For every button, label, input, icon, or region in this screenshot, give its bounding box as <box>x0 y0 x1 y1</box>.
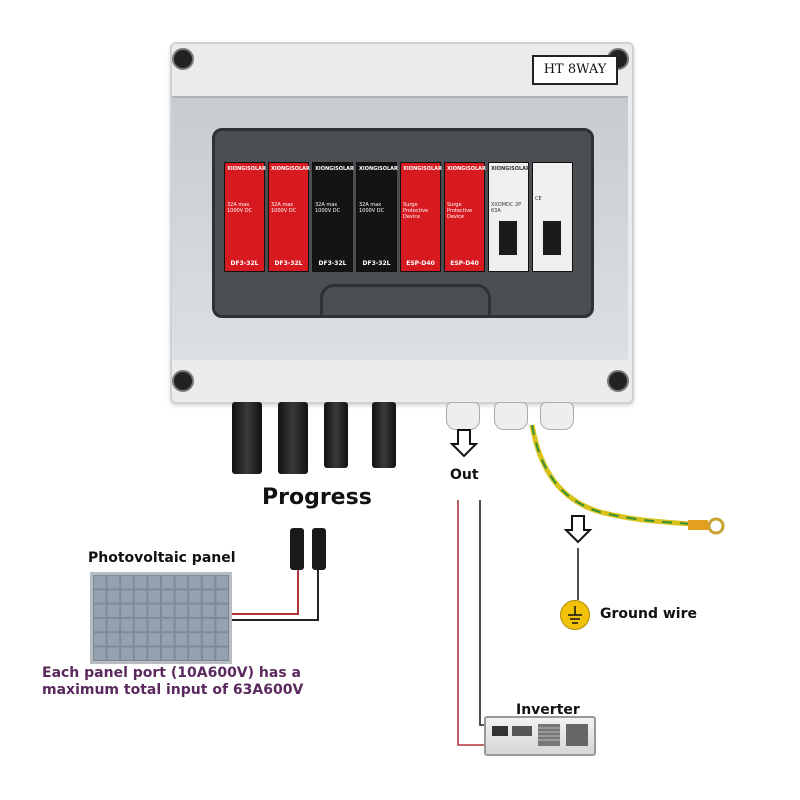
breaker-brand: XIONGISOLAR <box>271 166 310 172</box>
breaker-spec: CE <box>535 196 542 202</box>
cable-gland <box>540 402 574 430</box>
breaker-brand: XIONGISOLAR <box>359 166 398 172</box>
breaker-module: XIONGISOLAR 32A max 1000V DC DF3-32L <box>356 162 398 272</box>
breaker-spec: Surge Protective Device <box>447 202 473 220</box>
cover-handle <box>320 284 491 315</box>
solar-panel-icon <box>90 572 232 664</box>
ground-arrow-icon <box>563 515 593 544</box>
breaker-brand: XIONGISOLAR <box>447 166 486 172</box>
breaker-spec: 32A max 1000V DC <box>315 202 341 214</box>
panel-red-wire <box>226 570 299 615</box>
breaker-spec: 32A max 1000V DC <box>359 202 385 214</box>
mc4-plug-icon <box>290 528 304 570</box>
ground-wire-yellow <box>529 424 691 527</box>
breaker-module: XIONGISOLAR XXDMDC 2P 63A <box>488 162 530 272</box>
out-label: Out <box>450 467 479 483</box>
out-arrow-icon <box>449 429 479 458</box>
panel-description-line2: maximum total input of 63A600V <box>42 682 304 698</box>
progress-label: Progress <box>262 485 372 510</box>
mc4-connector <box>324 402 348 468</box>
breaker-spec: Surge Protective Device <box>403 202 429 220</box>
panel-black-wire <box>226 570 319 621</box>
box-model-label: HT 8WAY <box>532 55 618 85</box>
breaker-model: DF3-32L <box>230 260 259 267</box>
breaker-brand: XIONGISOLAR <box>491 166 530 172</box>
screw-icon <box>172 48 194 70</box>
breaker-module: CE <box>532 162 573 272</box>
ground-wire-green <box>531 424 691 525</box>
ground-glyph-icon <box>568 606 582 624</box>
breaker-brand: XIONGISOLAR <box>315 166 354 172</box>
breaker-brand: XIONGISOLAR <box>403 166 442 172</box>
breaker-switch-icon <box>499 221 517 255</box>
breaker-module: XIONGISOLAR 32A max 1000V DC DF3-32L <box>312 162 354 272</box>
photovoltaic-panel-label: Photovoltaic panel <box>88 550 236 566</box>
mc4-plug-icon <box>312 528 326 570</box>
breaker-brand: XIONGISOLAR <box>227 166 266 172</box>
panel-description-line1: Each panel port (10A600V) has a <box>42 665 301 681</box>
breaker-spec: 32A max 1000V DC <box>227 202 253 214</box>
inverter-icon <box>484 716 596 756</box>
breaker-module: XIONGISOLAR 32A max 1000V DC DF3-32L <box>268 162 310 272</box>
ring-terminal <box>707 517 725 535</box>
mc4-connector <box>232 402 262 474</box>
breaker-model: ESP-D40 <box>406 260 435 267</box>
cable-gland <box>494 402 528 430</box>
breaker-spec: XXDMDC 2P 63A <box>491 202 522 214</box>
mc4-connector <box>278 402 308 474</box>
red-output-wire <box>457 500 490 746</box>
breaker-spec: 32A max 1000V DC <box>271 202 297 214</box>
mc4-connector <box>372 402 396 468</box>
breaker-model: DF3-32L <box>318 260 347 267</box>
black-output-wire <box>479 500 496 726</box>
terminal-sleeve <box>688 520 708 530</box>
breaker-model: ESP-D40 <box>450 260 479 267</box>
breaker-model: DF3-32L <box>274 260 303 267</box>
breaker-module: XIONGISOLAR 32A max 1000V DC DF3-32L <box>224 162 266 272</box>
ground-wire-label: Ground wire <box>600 606 697 622</box>
breaker-switch-icon <box>543 221 561 255</box>
inverter-label: Inverter <box>516 702 580 718</box>
breaker-model: DF3-32L <box>362 260 391 267</box>
screw-icon <box>172 370 194 392</box>
screw-icon <box>607 370 629 392</box>
